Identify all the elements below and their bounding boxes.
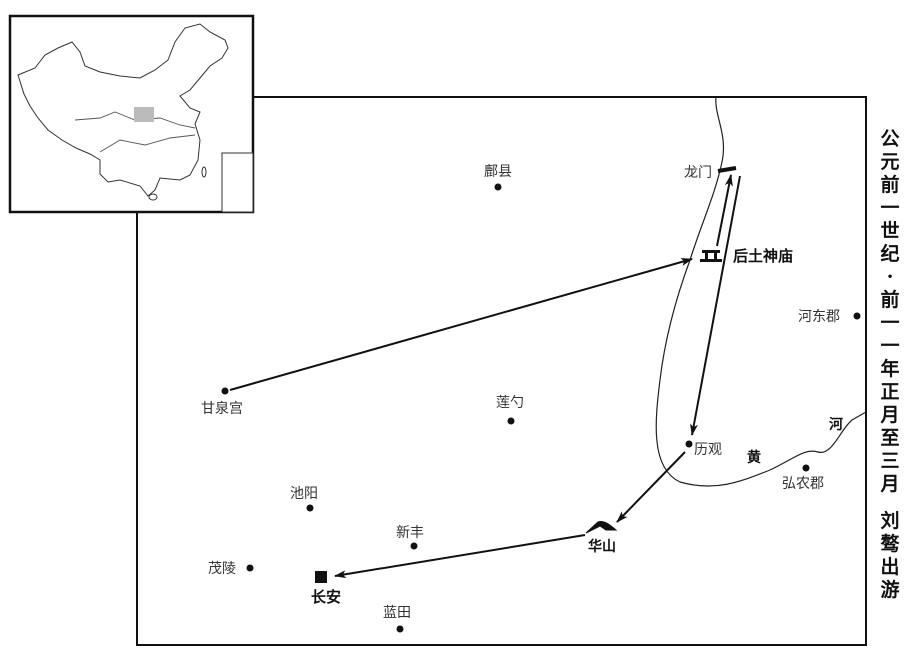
longmen-pass-icon: [717, 166, 737, 173]
changan-capital-icon: [315, 571, 327, 583]
label-xinfeng: 新丰: [396, 525, 424, 541]
label-hedong: 河东郡: [798, 309, 840, 325]
title-period: 公元前一世纪·前一一年正月至三月: [880, 128, 900, 495]
dot-maoling: [246, 564, 254, 572]
arrow-liguan-huashan: [616, 451, 686, 523]
arrow-huashan-changan: [334, 534, 586, 579]
dot-fuxian: [494, 183, 502, 191]
dot-hongnong: [802, 464, 810, 472]
label-maoling: 茂陵: [208, 561, 236, 577]
dot-ganquan: [221, 387, 229, 395]
mountain-icon: [585, 521, 618, 534]
label-lantian: 蓝田: [383, 605, 411, 621]
dot-lantian: [396, 625, 404, 633]
label-houtu-temple: 后土神庙: [733, 247, 794, 265]
title-event: 刘骜出游: [880, 510, 900, 601]
dot-liguan: [685, 440, 693, 448]
route-arrows: [229, 174, 741, 579]
dot-hedong: [853, 312, 861, 320]
label-hongnong: 弘农郡: [782, 476, 824, 492]
arrow-ganquan-houtu: [229, 258, 693, 391]
river-label-huang: 黄: [747, 450, 761, 466]
temple-icon: [700, 250, 722, 262]
highlighted-region: [134, 107, 154, 122]
arrow-longmen-liguan: [690, 175, 741, 436]
label-changan: 长安: [311, 588, 342, 606]
map-title: 公元前一世纪·前一一年正月至三月 刘骜出游: [876, 128, 904, 602]
dot-xinfeng: [410, 542, 418, 550]
dot-lianshao: [507, 417, 515, 425]
arrow-houtu-longmen: [716, 174, 733, 247]
label-ganquan: 甘泉宫: [201, 401, 243, 417]
dot-chiyang: [306, 504, 314, 512]
label-liguan: 历观: [694, 442, 722, 458]
yellow-river: [655, 96, 867, 487]
label-chiyang: 池阳: [290, 486, 318, 502]
place-dots: [221, 183, 861, 633]
label-fuxian: 鄜县: [484, 164, 512, 180]
label-lianshao: 莲勺: [496, 395, 524, 411]
inset-map: [8, 14, 255, 214]
china-outline: [17, 23, 229, 197]
main-map-frame: [136, 96, 867, 646]
river-label-he: 河: [829, 417, 843, 433]
label-huashan: 华山: [588, 539, 616, 555]
label-longmen: 龙门: [684, 165, 712, 181]
